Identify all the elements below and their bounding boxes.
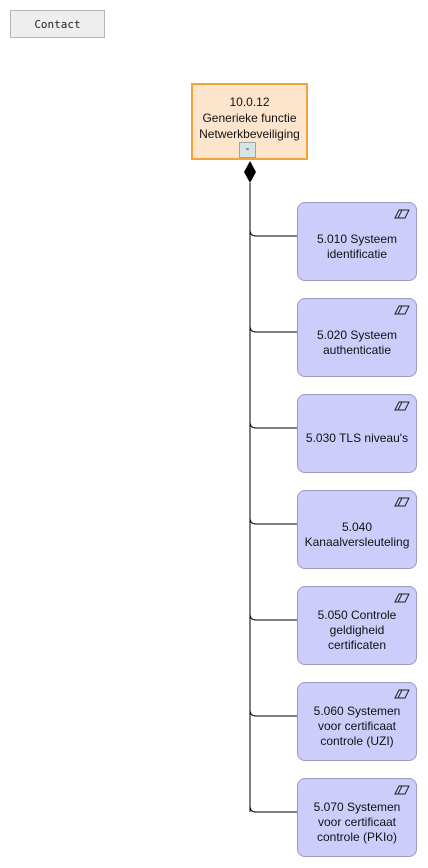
child-function-box[interactable]: 5.040 Kanaalversleuteling	[297, 490, 417, 569]
contact-button[interactable]: Contact	[10, 10, 105, 38]
child-function-box[interactable]: 5.050 Controle geldigheid certificaten	[297, 586, 417, 665]
parallelogram-icon	[394, 593, 410, 603]
parallelogram-icon	[394, 689, 410, 699]
root-code: 10.0.12	[229, 94, 270, 109]
root-title-line1: Generieke functie	[202, 110, 297, 125]
connector-branch	[249, 421, 297, 429]
parallelogram-icon	[394, 209, 410, 219]
parallelogram-icon	[394, 785, 410, 795]
child-function-label: 5.030 TLS niveau's	[305, 431, 409, 445]
connector-branch	[249, 229, 297, 237]
child-function-label: 5.010 Systeem identificatie	[316, 231, 398, 261]
child-function-label: 5.050 Controle geldigheid certificaten	[317, 608, 397, 652]
parallelogram-icon	[394, 497, 410, 507]
child-function-box[interactable]: 5.030 TLS niveau's	[297, 394, 417, 473]
child-function-label: 5.070 Systemen voor certificaat controle…	[313, 800, 401, 844]
composition-diamond-icon	[244, 161, 256, 183]
root-title-line2: Netwerkbeveiliging	[199, 126, 300, 141]
child-function-label: 5.060 Systemen voor certificaat controle…	[313, 704, 401, 748]
child-function-label: 5.020 Systeem authenticatie	[316, 327, 398, 357]
connector-branch	[249, 709, 297, 717]
parallelogram-icon	[394, 305, 410, 315]
child-function-label: 5.040 Kanaalversleuteling	[304, 519, 410, 549]
connector-branch	[249, 325, 297, 333]
parallelogram-icon	[394, 401, 410, 411]
child-function-box[interactable]: 5.070 Systemen voor certificaat controle…	[297, 778, 417, 857]
child-function-box[interactable]: 5.020 Systeem authenticatie	[297, 298, 417, 377]
connector-branch	[249, 805, 297, 813]
child-function-box[interactable]: 5.060 Systemen voor certificaat controle…	[297, 682, 417, 761]
connector-branch	[249, 613, 297, 621]
collapse-button[interactable]: -	[239, 142, 256, 158]
child-function-box[interactable]: 5.010 Systeem identificatie	[297, 202, 417, 281]
connector-branch	[249, 517, 297, 525]
